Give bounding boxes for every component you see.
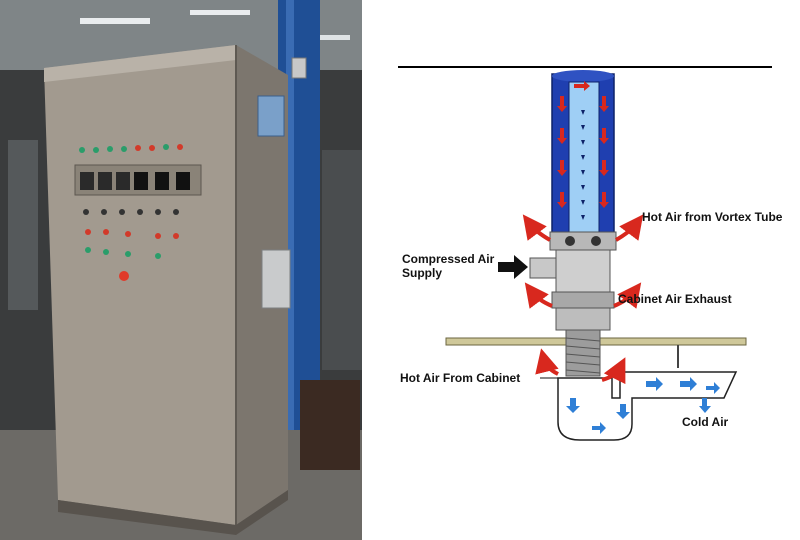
- label-cabinet-exhaust: Cabinet Air Exhaust: [618, 292, 732, 306]
- enclosure-photo-drawing: [0, 0, 362, 540]
- enclosure-photo: [0, 0, 362, 540]
- display-window: [155, 172, 169, 190]
- hot-air-arrows: [522, 214, 644, 385]
- indicator-light-row: [79, 144, 183, 153]
- vortex-cooler-top: [291, 57, 307, 79]
- label-compressed-air: Compressed Air Supply: [402, 252, 495, 280]
- display-window: [116, 172, 130, 190]
- exhaust-muffler: [551, 291, 615, 309]
- compressed-air-arrow: [498, 255, 528, 279]
- cold-air-arrows: [566, 377, 720, 434]
- display-window: [176, 172, 190, 190]
- vortex-cooler-diagram: Hot Air from Vortex Tube Compressed Air …: [380, 0, 800, 540]
- enclosure-plinth: [58, 490, 288, 535]
- exhaust-port: [565, 236, 575, 246]
- label-cold-air: Cold Air: [682, 415, 729, 429]
- ceiling-light: [300, 35, 350, 40]
- label-hot-air-cabinet: Hot Air From Cabinet: [400, 371, 521, 385]
- background-machine: [8, 140, 38, 310]
- display-window: [98, 172, 112, 190]
- display-window: [134, 172, 148, 190]
- vortex-tube: [551, 70, 615, 235]
- label-hot-air-vortex: Hot Air from Vortex Tube: [642, 210, 783, 224]
- enclosure-top-edge: [44, 45, 236, 82]
- vortex-cooler-drawing: [398, 66, 772, 441]
- air-inlet-fitting: [529, 257, 557, 279]
- exhaust-port: [591, 236, 601, 246]
- exhaust-nut: [555, 307, 611, 331]
- wooden-crate: [300, 380, 360, 470]
- display-window: [80, 172, 94, 190]
- junction-box: [261, 249, 291, 309]
- junction-box: [257, 95, 285, 137]
- switch-rows: [83, 209, 179, 281]
- pillar-highlight: [286, 0, 294, 430]
- threaded-stem: [565, 329, 601, 377]
- enclosure-front: [44, 45, 236, 525]
- background-machine: [322, 150, 362, 370]
- hot-exhaust-collar: [549, 231, 617, 251]
- ceiling-light: [80, 18, 150, 24]
- ceiling-light: [190, 10, 250, 15]
- generator-body: [555, 249, 611, 293]
